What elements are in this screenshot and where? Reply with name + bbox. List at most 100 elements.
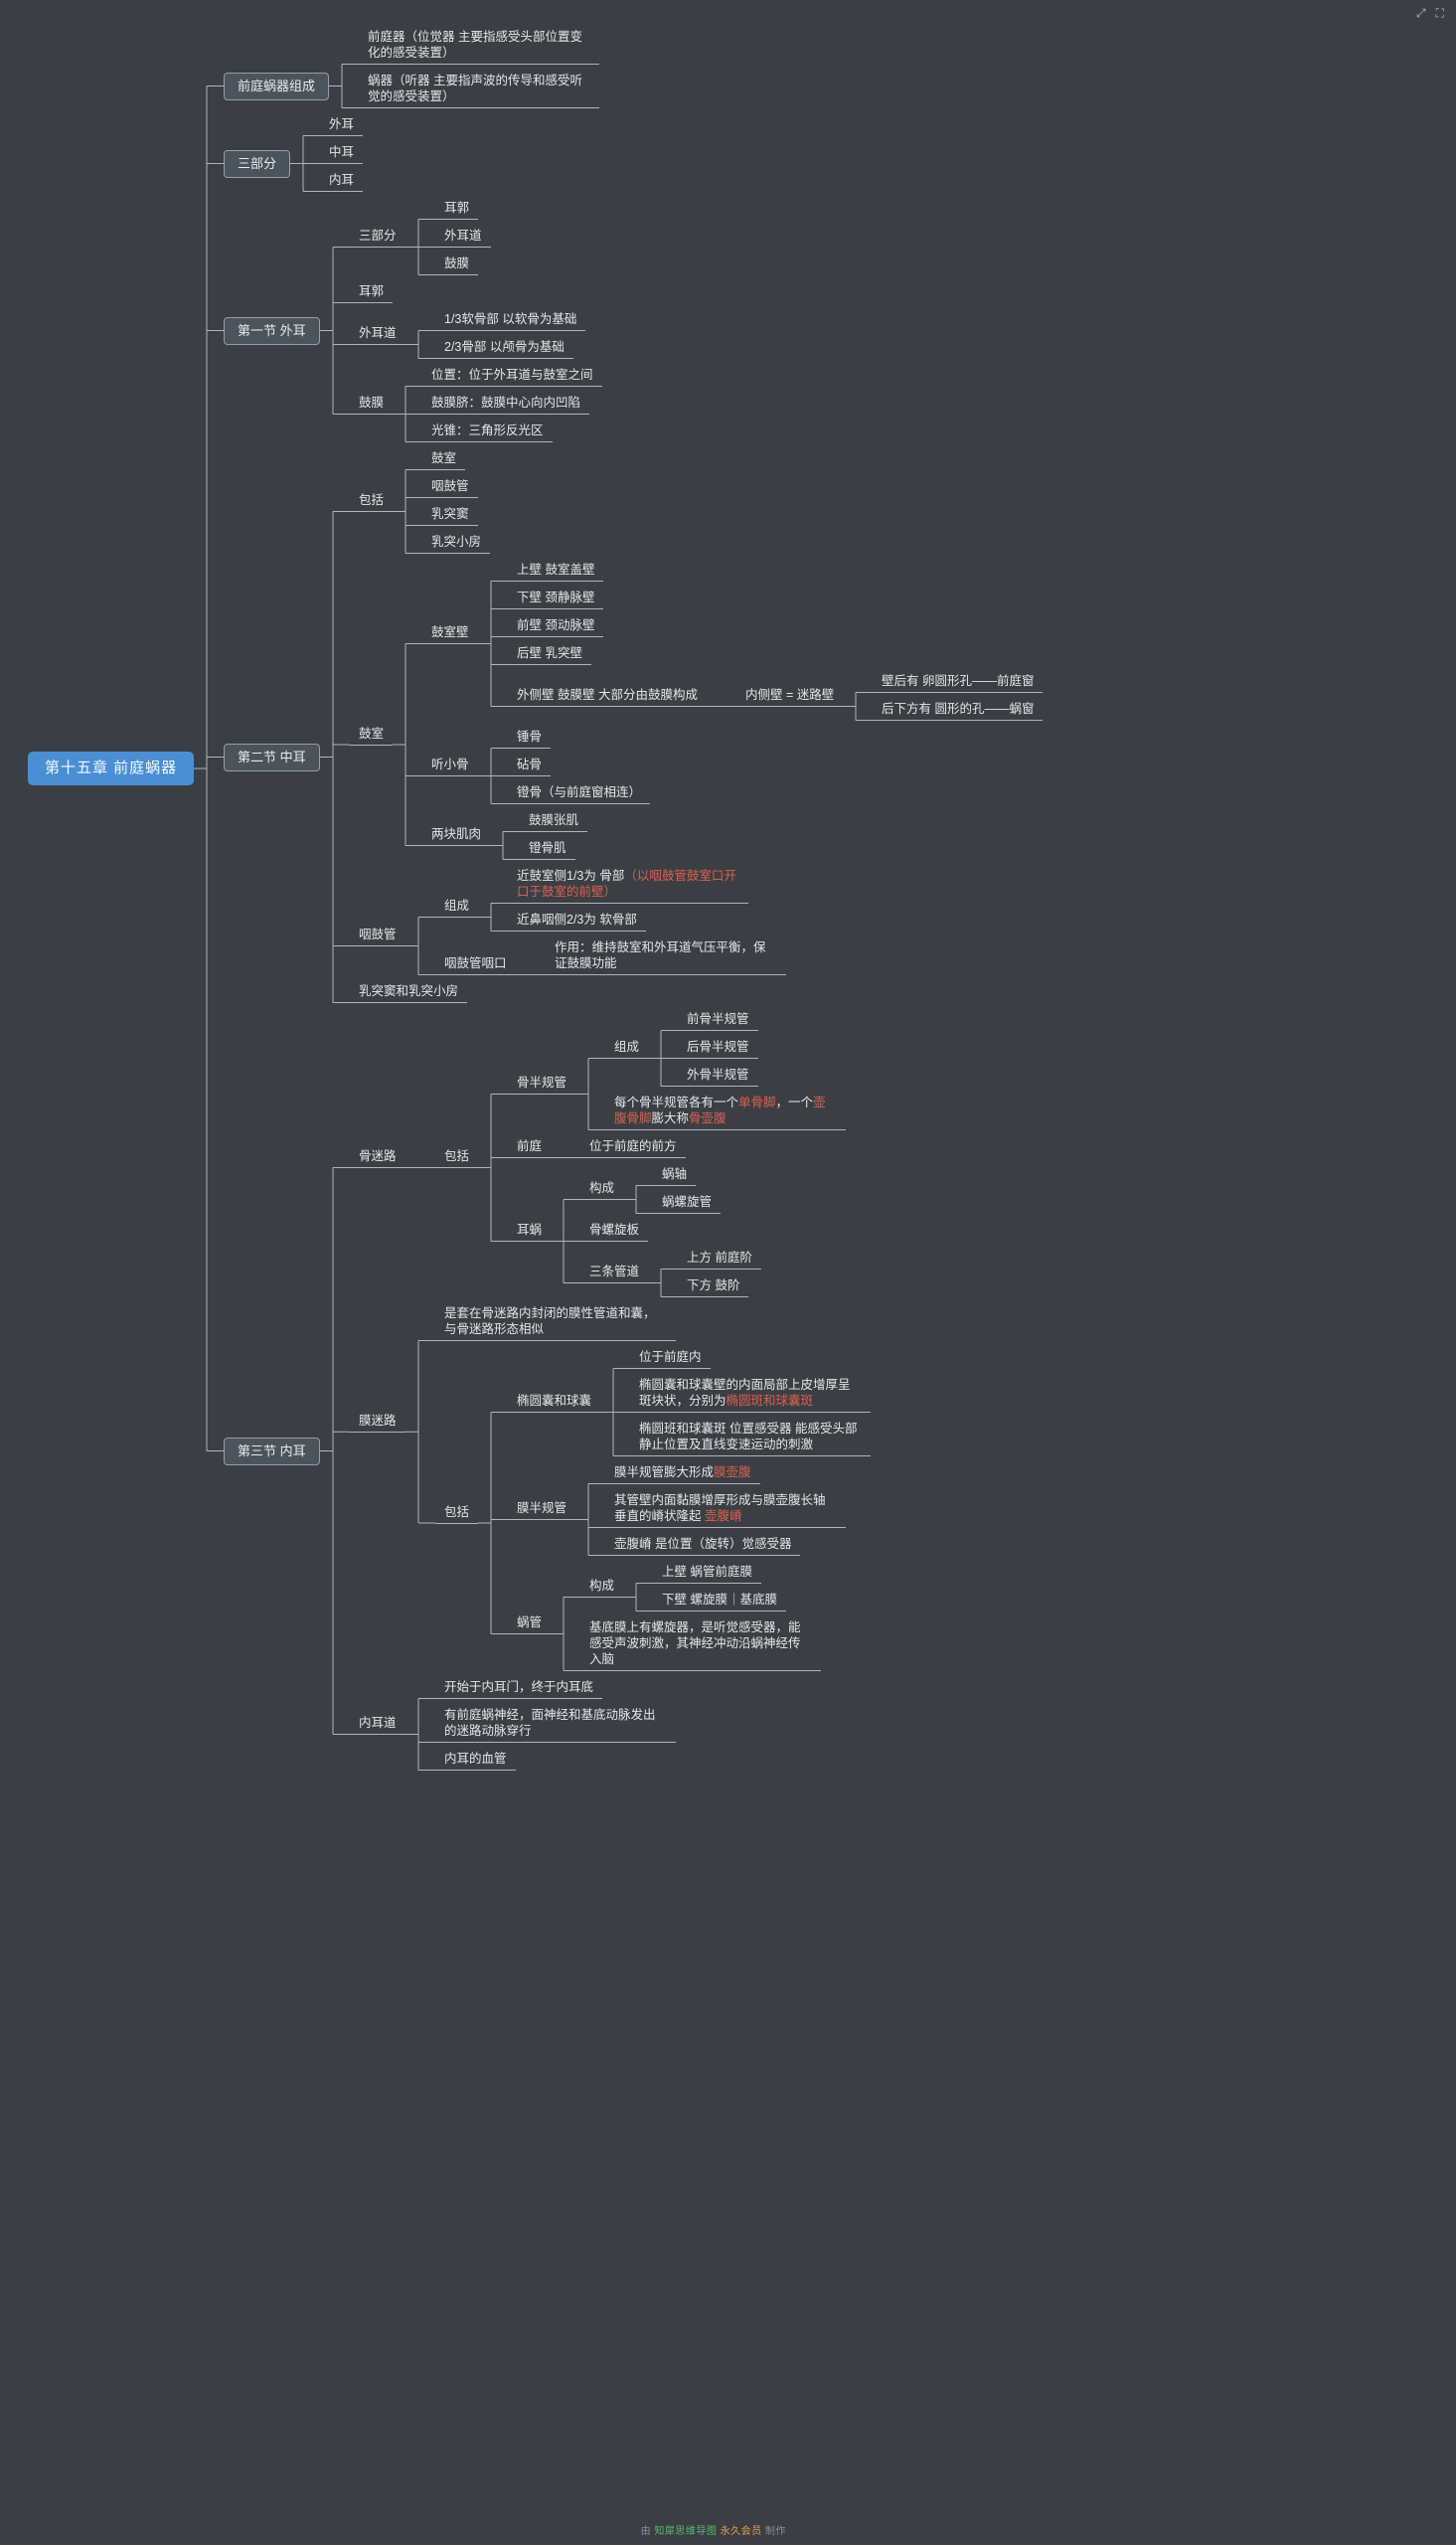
mindmap-node[interactable]: 咽鼓管咽口 [435, 952, 516, 975]
mindmap-node[interactable]: 骨半规管 [508, 1072, 576, 1095]
mindmap-node[interactable]: 膜半规管 [508, 1497, 576, 1520]
mindmap-node[interactable]: 三部分 [350, 225, 405, 248]
root-topic[interactable]: 第十五章 前庭蜗器 [28, 752, 195, 785]
mindmap-node[interactable]: 组成 [435, 895, 479, 918]
mindmap-node[interactable]: 下壁 颈静脉壁 [508, 587, 604, 609]
mindmap-node[interactable]: 后壁 乳突壁 [508, 642, 591, 665]
mindmap-node[interactable]: 蜗轴 [653, 1163, 697, 1186]
mindmap-node[interactable]: 前壁 颈动脉壁 [508, 614, 604, 637]
mindmap-node[interactable]: 作用：维持鼓室和外耳道气压平衡，保证鼓膜功能 [546, 936, 786, 975]
watermark-text: 制作 [764, 2526, 786, 2537]
mindmap-node[interactable]: 乳突窦和乳突小房 [350, 980, 468, 1003]
mindmap-node[interactable]: 上方 前庭阶 [678, 1247, 761, 1270]
mindmap-node[interactable]: 鼓膜 [435, 253, 479, 275]
watermark-text: 由 [640, 2526, 655, 2537]
mindmap-node[interactable]: 包括 [350, 489, 394, 512]
mindmap-node[interactable]: 乳突窦 [422, 503, 478, 526]
mindmap-node[interactable]: 砧骨 [508, 754, 552, 776]
mindmap-node[interactable]: 上壁 蜗管前庭膜 [653, 1561, 761, 1584]
mindmap-node[interactable]: 开始于内耳门，终于内耳底 [435, 1676, 603, 1699]
fullscreen-icon[interactable]: ⛶ [1435, 6, 1444, 20]
mindmap-node[interactable]: 是套在骨迷路内封闭的膜性管道和囊，与骨迷路形态相似 [435, 1302, 676, 1341]
mindmap-node[interactable]: 骨迷路 [350, 1145, 405, 1168]
mindmap-node[interactable]: 三条管道 [580, 1261, 649, 1283]
mindmap-node[interactable]: 前骨半规管 [678, 1008, 758, 1031]
mindmap-node[interactable]: 膜迷路 [350, 1410, 405, 1433]
mindmap-node[interactable]: 近鼻咽侧2/3为 软骨部 [508, 909, 646, 932]
branch-section1-outer-ear[interactable]: 第一节 外耳 [224, 316, 320, 345]
mindmap-node[interactable]: 椭圆囊和球囊 [508, 1390, 601, 1413]
mindmap-node[interactable]: 内耳道 [350, 1712, 405, 1735]
branch-composition[interactable]: 前庭蜗器组成 [224, 72, 330, 100]
mindmap-node[interactable]: 鼓膜张肌 [520, 809, 588, 832]
mindmap-node[interactable]: 外侧壁 鼓膜壁 大部分由鼓膜构成 [508, 684, 707, 707]
mindmap-node[interactable]: 乳突小房 [422, 531, 491, 554]
branch-section3-inner-ear[interactable]: 第三节 内耳 [224, 1437, 320, 1465]
mindmap-node[interactable]: 下壁 螺旋膜｜基底膜 [653, 1589, 786, 1612]
mindmap-node[interactable]: 两块肌肉 [422, 823, 491, 846]
mindmap-node[interactable]: 耳郭 [350, 280, 394, 303]
mindmap-node[interactable]: 构成 [580, 1575, 624, 1598]
mindmap-node[interactable]: 椭圆班和球囊斑 位置感受器 能感受头部静止位置及直线变速运动的刺激 [630, 1418, 871, 1456]
mindmap-node[interactable]: 2/3骨部 以颅骨为基础 [435, 336, 573, 359]
mindmap-node[interactable]: 鼓室 [350, 723, 394, 746]
mindmap-node[interactable]: 椭圆囊和球囊壁的内面局部上皮增厚呈斑块状，分别为椭圆斑和球囊斑 [630, 1374, 871, 1413]
mindmap-node[interactable]: 后骨半规管 [678, 1036, 758, 1059]
mindmap-node[interactable]: 鼓膜脐：鼓膜中心向内凹陷 [422, 392, 590, 415]
mindmap-node[interactable]: 耳蜗 [508, 1219, 552, 1242]
branch-section2-middle-ear[interactable]: 第二节 中耳 [224, 743, 320, 771]
node-text: 近鼓室侧1/3为 骨部 [517, 869, 625, 883]
mindmap-node[interactable]: 内耳 [320, 169, 364, 192]
mindmap-node[interactable]: 前庭器（位觉器 主要指感受头部位置变化的感受装置） [359, 26, 599, 65]
mindmap-node[interactable]: 蜗螺旋管 [653, 1191, 722, 1214]
mindmap-node[interactable]: 位于前庭的前方 [580, 1135, 686, 1158]
mindmap-node[interactable]: 骨螺旋板 [580, 1219, 649, 1242]
mindmap-node[interactable]: 壶腹嵴 是位置（旋转）觉感受器 [605, 1533, 801, 1556]
fit-screen-icon[interactable]: ⤢ [1415, 6, 1426, 20]
mindmap-node[interactable]: 鼓室壁 [422, 621, 478, 644]
mindmap-node[interactable]: 鼓室 [422, 447, 466, 470]
mindmap-node[interactable]: 近鼓室侧1/3为 骨部（以咽鼓管鼓室口开口于鼓室的前壁） [508, 865, 748, 904]
mindmap-node[interactable]: 中耳 [320, 141, 364, 164]
mindmap-node[interactable]: 咽鼓管 [422, 475, 478, 498]
mindmap-node[interactable]: 镫骨肌 [520, 837, 575, 860]
mindmap-node[interactable]: 其管壁内面黏膜增厚形成与膜壶腹长轴垂直的嵴状隆起 壶腹嵴 [605, 1489, 846, 1528]
mindmap-node[interactable]: 构成 [580, 1177, 624, 1200]
mindmap-node[interactable]: 上壁 鼓室盖壁 [508, 559, 604, 582]
mindmap-node[interactable]: 咽鼓管 [350, 924, 405, 946]
mindmap-node[interactable]: 外耳道 [435, 225, 491, 248]
branch-three-parts[interactable]: 三部分 [224, 149, 291, 178]
mindmap-node[interactable]: 耳郭 [435, 197, 479, 220]
mindmap-node[interactable]: 基底膜上有螺旋器，是听觉感受器，能感受声波刺激，其神经冲动沿蜗神经传入脑 [580, 1616, 821, 1671]
mindmap-node[interactable]: 1/3软骨部 以软骨为基础 [435, 308, 586, 331]
mindmap-node[interactable]: 每个骨半规管各有一个单骨脚，一个壶腹骨脚膨大称骨壶腹 [605, 1092, 846, 1130]
mindmap-node[interactable]: 下方 鼓阶 [678, 1274, 749, 1297]
mindmap-node[interactable]: 前庭 [508, 1135, 552, 1158]
node-text: ，一个 [775, 1096, 814, 1109]
mindmap-node[interactable]: 包括 [435, 1501, 479, 1524]
mindmap-node[interactable]: 位置：位于外耳道与鼓室之间 [422, 364, 602, 387]
mindmap-node[interactable]: 蜗管 [508, 1612, 552, 1634]
mindmap-node[interactable]: 外耳道 [350, 322, 405, 345]
mindmap-node[interactable]: 鼓膜 [350, 392, 394, 415]
mindmap-node[interactable]: 壁后有 卵圆形孔——前庭窗 [873, 670, 1044, 693]
mindmap-node[interactable]: 蜗器（听器 主要指声波的传导和感受听觉的感受装置） [359, 70, 599, 108]
mindmap-node[interactable]: 组成 [605, 1036, 649, 1059]
mindmap-node[interactable]: 包括 [435, 1145, 479, 1168]
node-text: 膨大称 [651, 1111, 690, 1125]
mindmap-node[interactable]: 后下方有 圆形的孔——蜗窗 [873, 698, 1044, 721]
view-toolbar: ⤢ ⛶ [1416, 6, 1444, 20]
mindmap-node[interactable]: 光锥：三角形反光区 [422, 420, 553, 442]
mindmap-node[interactable]: 镫骨（与前庭窗相连） [508, 781, 651, 804]
node-text: 其管壁内面黏膜增厚形成与膜壶腹长轴垂直的嵴状隆起 [614, 1493, 826, 1523]
mindmap-node[interactable]: 内侧壁 = 迷路壁 [736, 684, 844, 707]
mindmap-node[interactable]: 外耳 [320, 113, 364, 136]
mindmap-node[interactable]: 膜半规管膨大形成膜壶腹 [605, 1461, 760, 1484]
mindmap-node[interactable]: 锤骨 [508, 726, 552, 749]
mindmap-node[interactable]: 外骨半规管 [678, 1064, 758, 1087]
mindmap-node[interactable]: 位于前庭内 [630, 1346, 711, 1369]
mindmap-node[interactable]: 有前庭蜗神经，面神经和基底动脉发出的迷路动脉穿行 [435, 1704, 676, 1743]
mindmap-node[interactable]: 内耳的血管 [435, 1748, 516, 1771]
mindmap-node[interactable]: 听小骨 [422, 754, 478, 776]
